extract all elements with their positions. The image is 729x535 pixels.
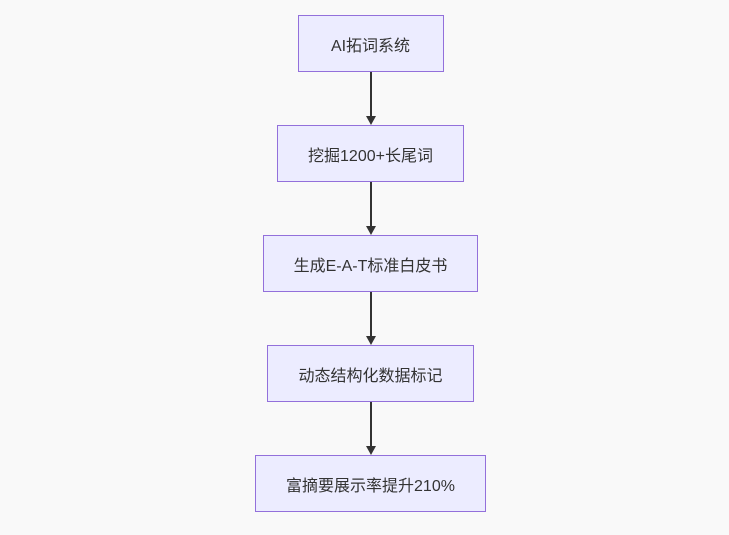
- edge-arrow-2: [365, 182, 377, 235]
- flowchart: AI拓词系统 挖掘1200+长尾词 生成E-A-T标准白皮书 动态结构化数据标记: [6, 0, 729, 512]
- flow-node-3: 生成E-A-T标准白皮书: [262, 235, 479, 292]
- flow-node-5-label: 富摘要展示率提升210%: [286, 477, 455, 495]
- edge-arrow-1: [365, 72, 377, 125]
- edge-line-4: [369, 402, 372, 448]
- arrowhead-down-icon: [365, 226, 376, 235]
- flow-node-4-label: 动态结构化数据标记: [298, 367, 443, 385]
- edge-line-3: [369, 292, 372, 338]
- arrowhead-down-icon: [365, 336, 376, 345]
- flow-node-4: 动态结构化数据标记: [267, 345, 474, 402]
- edge-line-2: [369, 182, 372, 228]
- flow-node-3-label: 生成E-A-T标准白皮书: [293, 257, 448, 275]
- flow-node-2-label: 挖掘1200+长尾词: [308, 147, 433, 165]
- flow-node-1-label: AI拓词系统: [330, 37, 411, 55]
- flow-node-1: AI拓词系统: [297, 15, 444, 72]
- edge-line-1: [369, 72, 372, 118]
- edge-arrow-4: [365, 402, 377, 455]
- arrowhead-down-icon: [365, 446, 376, 455]
- arrowhead-down-icon: [365, 116, 376, 125]
- flow-node-2: 挖掘1200+长尾词: [277, 125, 464, 182]
- flow-node-5: 富摘要展示率提升210%: [255, 455, 486, 512]
- edge-arrow-3: [365, 292, 377, 345]
